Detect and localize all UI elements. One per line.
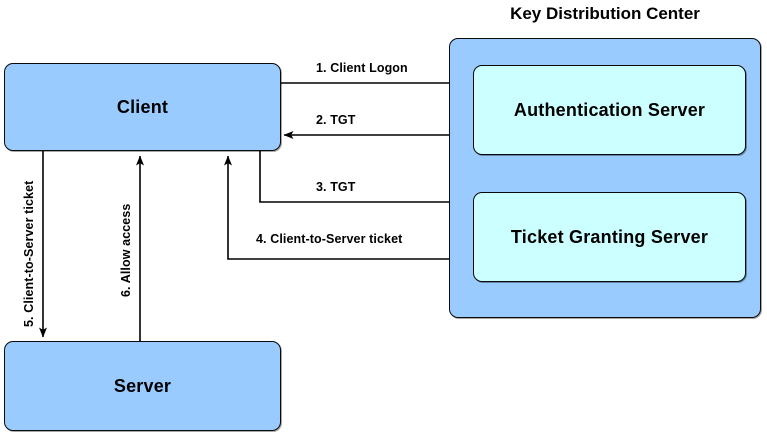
node-authentication-server[interactable]: Authentication Server: [473, 65, 746, 155]
edge-3-line: [259, 150, 469, 206]
node-client[interactable]: Client: [4, 63, 281, 151]
node-authentication-server-label: Authentication Server: [513, 99, 706, 120]
edge-3-label: 3. TGT: [316, 180, 356, 194]
edge-2-label: 2. TGT: [316, 113, 356, 127]
node-server-label: Server: [113, 375, 172, 396]
edge-6-label: 6. Allow access: [119, 203, 133, 297]
edge-5-label: 5. Client-to-Server ticket: [22, 180, 36, 327]
edge-4-label: 4. Client-to-Server ticket: [256, 232, 403, 246]
edge-1-label: 1. Client Logon: [316, 61, 408, 75]
kdc-title: Key Distribution Center: [510, 4, 700, 23]
edge-4-line: [224, 155, 472, 260]
node-client-label: Client: [116, 96, 169, 117]
node-ticket-granting-server[interactable]: Ticket Granting Server: [473, 192, 746, 282]
node-ticket-granting-server-label: Ticket Granting Server: [510, 226, 709, 247]
node-server[interactable]: Server: [4, 341, 281, 431]
